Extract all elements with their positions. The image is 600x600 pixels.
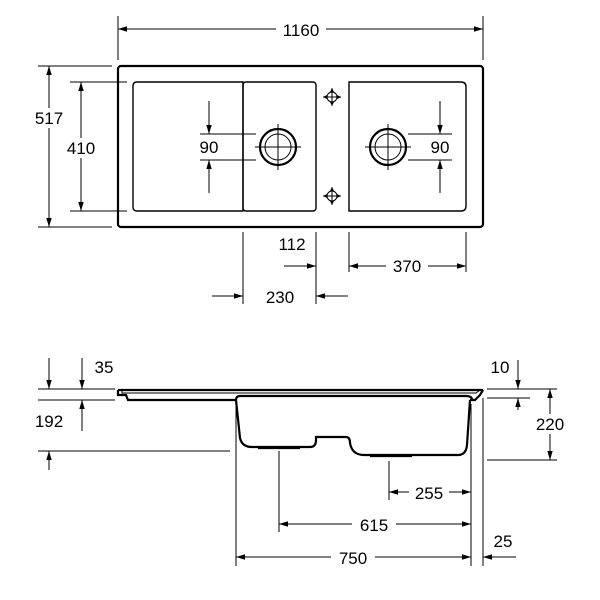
tap-hole-mark-top	[323, 88, 341, 106]
dim-waste-offset-left: 90	[200, 138, 219, 157]
top-view: 1160 517 410 90 90 112	[30, 16, 485, 307]
dim-rim-thickness: 35	[95, 358, 114, 377]
dim-main-bowl-width: 370	[393, 257, 421, 276]
dim-small-bowl-width: 112	[278, 235, 305, 254]
dim-bowl-length: 750	[339, 549, 367, 568]
small-bowl	[242, 81, 317, 212]
drainer-area	[132, 81, 244, 212]
dim-overall-width: 1160	[283, 21, 320, 40]
dim-overall-depth: 517	[35, 109, 63, 128]
large-bowl	[348, 81, 467, 212]
sink-profile	[116, 388, 484, 457]
dim-bowl-depth: 410	[67, 139, 95, 158]
drain-left	[255, 124, 301, 170]
dim-end-offset: 25	[494, 532, 513, 551]
dim-waste-center: 255	[415, 484, 443, 503]
dim-bowl-depth-right: 220	[536, 415, 564, 434]
dim-small-bowl-position: 230	[266, 288, 294, 307]
dim-waste-span: 615	[360, 516, 388, 535]
dim-waste-offset-right: 90	[431, 138, 450, 157]
dim-bowl-depth-left: 192	[35, 412, 63, 431]
tap-hole-mark-bottom	[323, 187, 341, 205]
drain-right	[365, 124, 411, 170]
side-view: 35 192 10 220 255 615 750	[35, 358, 571, 568]
dim-rim-right: 10	[491, 358, 510, 377]
sink-outline	[116, 64, 485, 229]
